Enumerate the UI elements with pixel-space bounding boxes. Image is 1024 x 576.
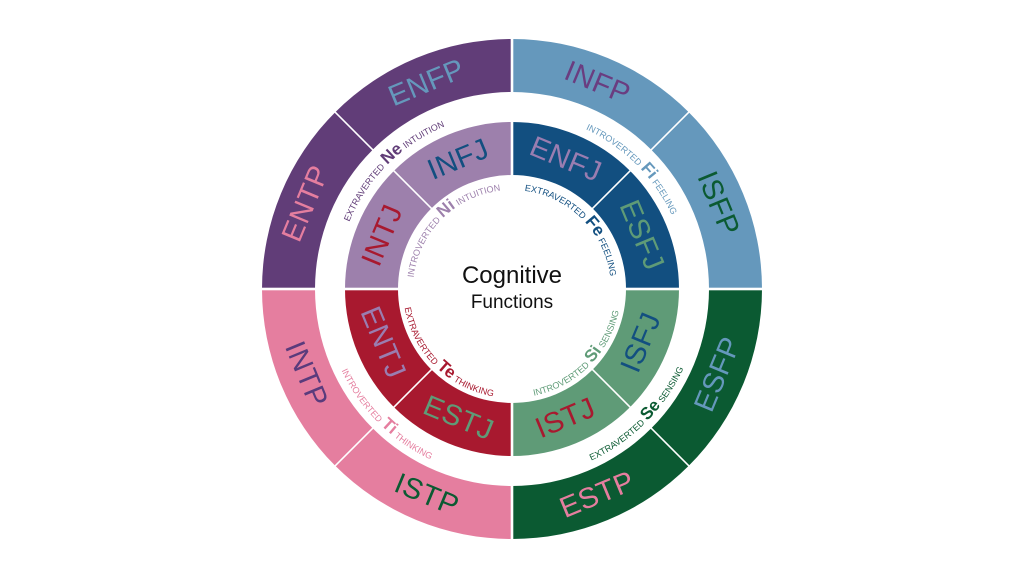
outer-ring-bottom-left bbox=[262, 289, 512, 539]
center-title-line1: Cognitive bbox=[462, 262, 562, 289]
wheel-sectors bbox=[262, 39, 762, 539]
outer-ring-bottom-right bbox=[512, 289, 762, 539]
wheel-dividers bbox=[260, 37, 764, 541]
vertical-gap bbox=[510, 37, 514, 541]
outer-divider bbox=[650, 427, 691, 468]
outer-divider bbox=[333, 110, 374, 151]
outer-divider bbox=[650, 110, 691, 151]
center-title-line2: Functions bbox=[471, 292, 553, 313]
inner-divider bbox=[591, 169, 632, 210]
outer-ring-top-right bbox=[512, 39, 762, 289]
function-code: Ne bbox=[377, 139, 406, 168]
function-name: FEELING bbox=[596, 236, 618, 276]
outer-divider bbox=[333, 427, 374, 468]
inner-divider bbox=[591, 368, 632, 409]
outer-ring-top-left bbox=[262, 39, 512, 289]
inner-divider bbox=[392, 368, 433, 409]
inner-divider bbox=[392, 169, 433, 210]
